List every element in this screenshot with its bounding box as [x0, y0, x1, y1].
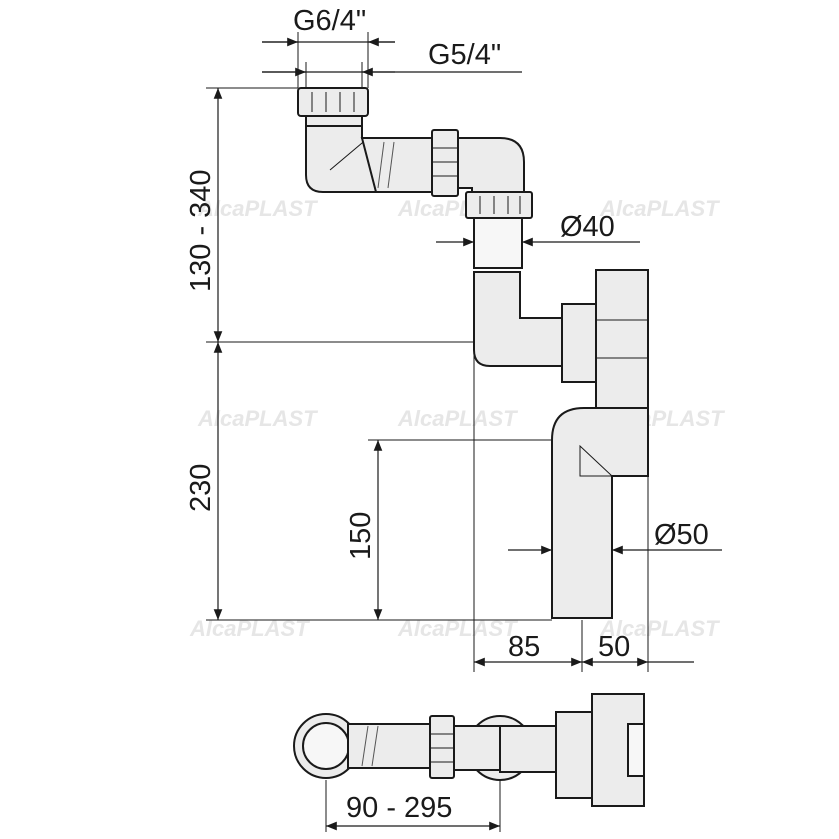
trap-body: [551, 407, 649, 619]
dim-85-50: 85 50: [473, 342, 694, 672]
body-connector: [561, 303, 597, 383]
label-130-340: 130 - 340: [185, 169, 217, 292]
dim-150: 150: [345, 439, 552, 620]
top-nut: [297, 87, 369, 117]
top-view: [293, 693, 645, 807]
top-view-tube: [347, 723, 431, 769]
watermark: AlcaPLAST: [397, 406, 518, 431]
watermark: AlcaPLAST: [197, 406, 318, 431]
label-85: 85: [508, 631, 540, 663]
lower-elbow: [473, 271, 563, 367]
top-view-nut: [429, 715, 455, 779]
upper-elbow-assembly: [297, 87, 533, 269]
dim-d50: Ø50: [508, 519, 722, 555]
label-g64: G6/4": [293, 5, 366, 37]
label-150: 150: [345, 512, 377, 560]
dim-top-threads: G6/4" G5/4": [262, 5, 522, 88]
siphon-body: [473, 269, 649, 619]
watermark: AlcaPLAST: [599, 616, 720, 641]
dim-130-340: 130 - 340: [185, 87, 474, 343]
label-g54: G5/4": [428, 39, 501, 71]
dim-230: 230: [185, 342, 552, 621]
second-nut: [465, 191, 533, 219]
label-d50: Ø50: [654, 519, 709, 551]
label-50: 50: [598, 631, 630, 663]
watermark: AlcaPLAST: [599, 196, 720, 221]
label-90-295: 90 - 295: [346, 792, 452, 824]
right-elbow: [457, 137, 525, 193]
top-view-connector: [499, 725, 557, 773]
body-housing: [595, 269, 649, 409]
top-view-body-neck: [555, 711, 593, 799]
dim-d40: Ø40: [436, 211, 640, 247]
label-d40: Ø40: [560, 211, 615, 243]
label-230: 230: [185, 464, 217, 512]
pipe-d40: [473, 217, 523, 269]
middle-nut: [431, 129, 459, 197]
dim-90-295: 90 - 295: [325, 780, 501, 832]
top-nut-collar: [305, 115, 363, 127]
